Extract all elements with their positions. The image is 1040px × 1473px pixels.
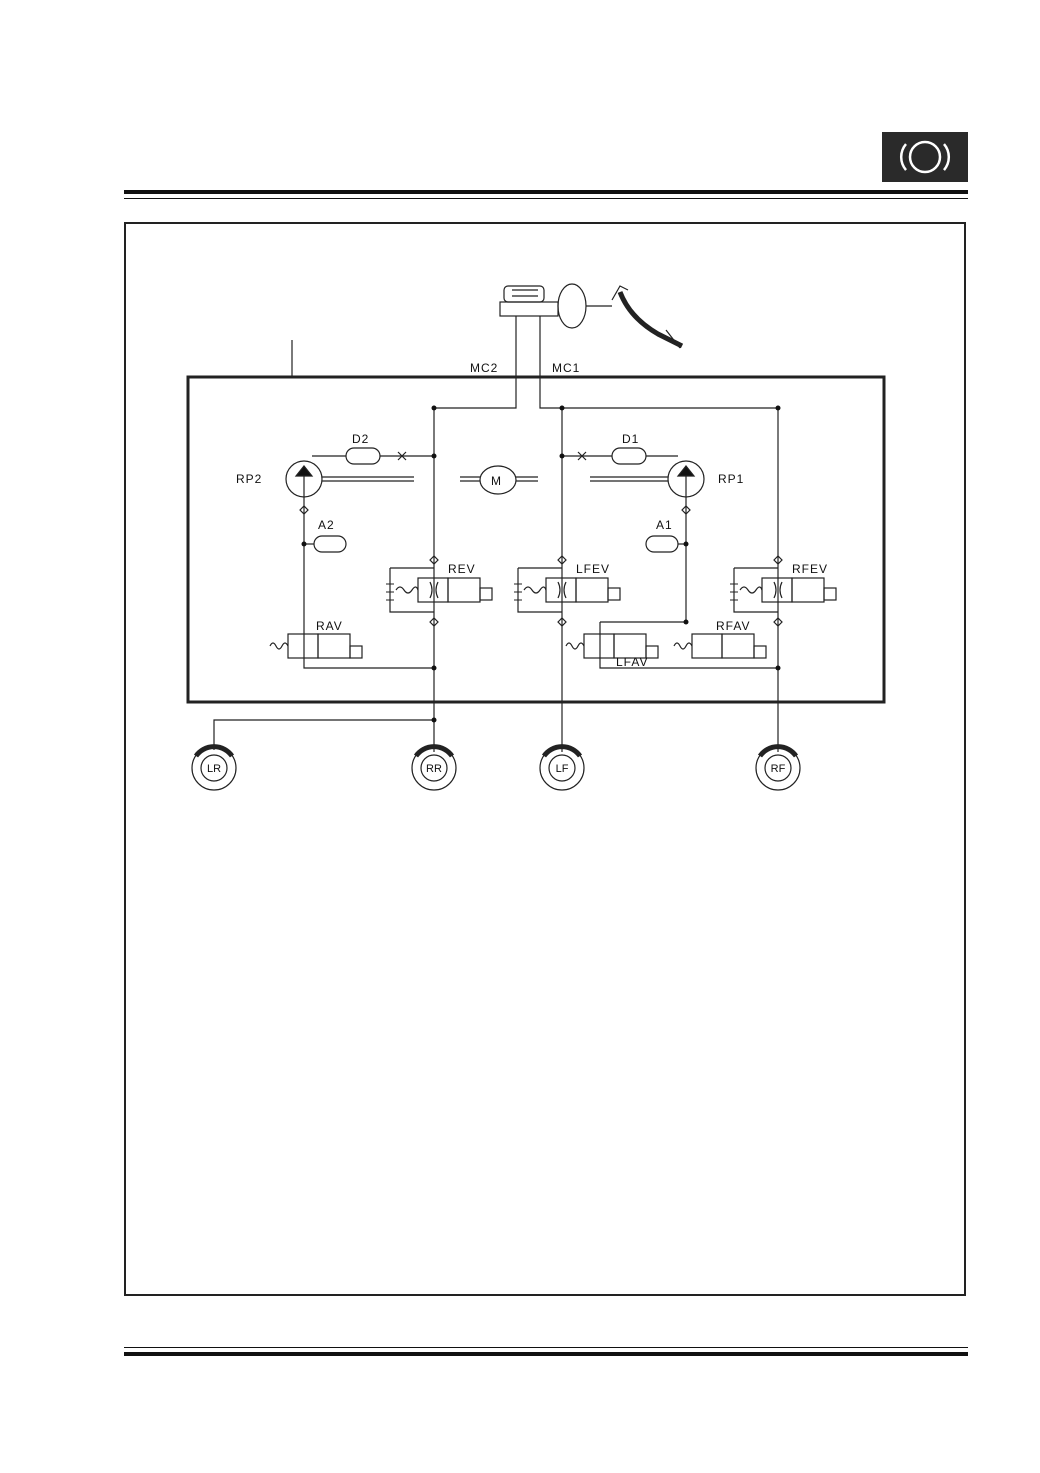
wheel-lf xyxy=(539,744,585,791)
brake-pedal xyxy=(611,285,684,349)
damper-d2 xyxy=(312,447,434,465)
wheel-rr xyxy=(411,744,457,791)
label-a2: A2 xyxy=(318,518,335,532)
valve-lfav xyxy=(565,633,659,659)
label-lfev: LFEV xyxy=(576,562,610,576)
pump-motor xyxy=(460,465,538,495)
brake-system-badge xyxy=(882,132,968,182)
label-rev: REV xyxy=(448,562,476,576)
label-rav: RAV xyxy=(316,619,343,633)
figure-frame xyxy=(124,222,966,1296)
return-pump-rp2 xyxy=(285,460,414,498)
damper-d1 xyxy=(562,447,678,465)
header-rule xyxy=(124,190,968,194)
accumulator-a1 xyxy=(645,535,679,553)
valve-rav xyxy=(269,633,363,659)
label-d1: D1 xyxy=(622,432,639,446)
label-rfev: RFEV xyxy=(792,562,828,576)
mc1-line xyxy=(539,316,778,409)
hydraulic-modulator-box xyxy=(186,375,886,704)
wheel-rf xyxy=(755,744,801,791)
label-wheel-rf: RF xyxy=(771,763,786,775)
label-wheel-lf: LF xyxy=(556,763,569,775)
label-rp2: RP2 xyxy=(236,472,262,486)
label-wheel-rr: RR xyxy=(426,763,442,775)
rear-return-line xyxy=(303,472,434,669)
label-rfav: RFAV xyxy=(716,619,750,633)
wheel-lr xyxy=(191,744,237,791)
valve-rfev xyxy=(730,567,837,613)
label-lfav: LFAV xyxy=(616,655,648,669)
accumulator-a2 xyxy=(313,535,347,553)
valve-rev xyxy=(386,567,493,613)
label-a1: A1 xyxy=(656,518,673,532)
check-valve xyxy=(681,505,691,515)
label-rp1: RP1 xyxy=(718,472,744,486)
front-return-lower xyxy=(599,622,778,669)
footer-rule xyxy=(124,1352,968,1356)
mc2-line xyxy=(434,316,517,409)
label-wheel-lr: LR xyxy=(207,763,221,775)
brake-booster xyxy=(557,283,612,329)
lr-brake-line xyxy=(213,719,434,750)
junction-dots xyxy=(301,405,781,723)
header-rule-thin xyxy=(124,198,968,199)
return-pump-rp1 xyxy=(590,460,705,498)
label-mc2: MC2 xyxy=(470,361,498,375)
footer-rule-thin xyxy=(124,1347,968,1348)
valve-lfev xyxy=(514,567,621,613)
label-mc1: MC1 xyxy=(552,361,580,375)
brake-disc-icon xyxy=(899,140,951,174)
valve-rfav xyxy=(673,633,767,659)
label-d2: D2 xyxy=(352,432,369,446)
check-valve xyxy=(299,505,309,515)
label-motor: M xyxy=(491,474,502,488)
master-cylinder xyxy=(499,285,559,317)
